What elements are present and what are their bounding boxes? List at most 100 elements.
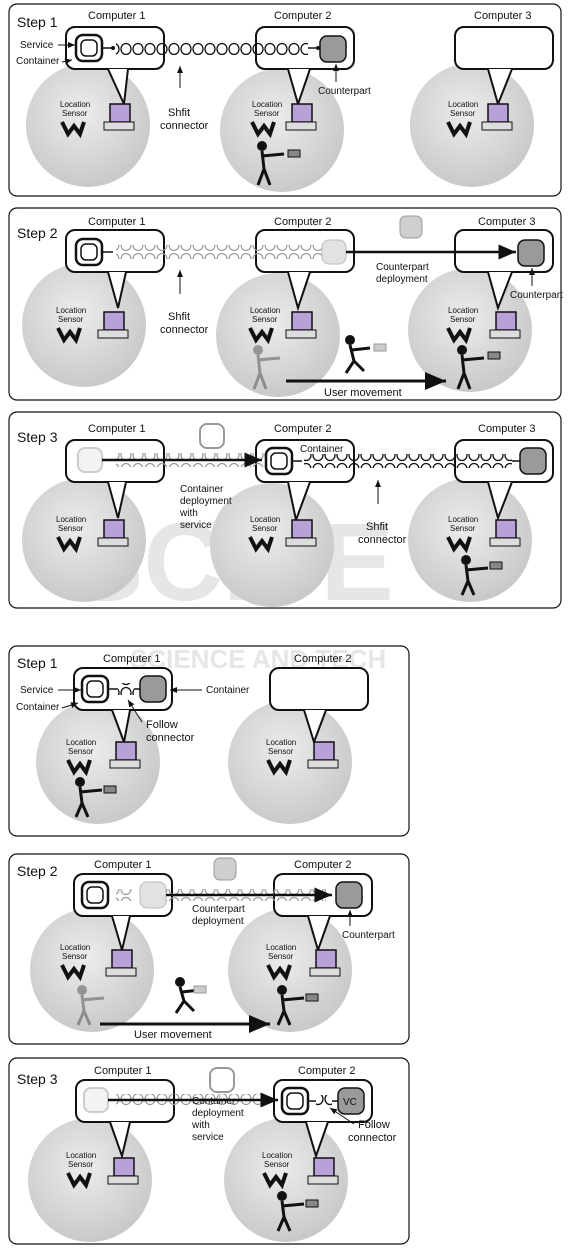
svg-text:connector: connector [160, 324, 209, 336]
counterpart-label: Counterpart [318, 86, 371, 97]
computer-3-label: Computer 3 [474, 10, 531, 22]
svg-text:Sensor: Sensor [268, 747, 294, 756]
svg-text:Computer 1: Computer 1 [94, 859, 151, 871]
svg-text:Location: Location [66, 738, 96, 747]
svg-text:Computer 2: Computer 2 [274, 10, 331, 22]
step-label: Step 3 [17, 429, 58, 445]
svg-text:Location: Location [250, 515, 280, 524]
svg-text:Shfit: Shfit [366, 521, 388, 533]
movement-label: User movement [324, 387, 402, 399]
computer-2-icon [285, 103, 317, 131]
sensor-1: Location Sensor [60, 100, 90, 139]
svg-text:Location: Location [60, 943, 90, 952]
service-label: Service [20, 40, 54, 51]
shift-step-1-panel: Step 1 Computer 1 Computer 2 Computer 3 … [8, 3, 562, 197]
svg-text:Sensor: Sensor [450, 109, 476, 118]
deploying-counterpart [399, 215, 423, 239]
svg-text:Computer 2: Computer 2 [294, 653, 351, 665]
svg-text:Location: Location [252, 100, 282, 109]
svg-text:Location: Location [262, 1151, 292, 1160]
step-label: Step 1 [17, 14, 58, 30]
connector-label: Shfit [168, 107, 190, 119]
svg-text:service: service [180, 520, 212, 531]
svg-text:Computer 1: Computer 1 [94, 1065, 151, 1077]
svg-text:Location: Location [56, 306, 86, 315]
sensor-2: Location Sensor [250, 100, 282, 139]
step-label: Step 1 [17, 655, 58, 671]
svg-text:Sensor: Sensor [62, 109, 88, 118]
room-circle [410, 63, 534, 187]
svg-text:deployment: deployment [376, 274, 428, 285]
svg-text:Container: Container [206, 685, 250, 696]
svg-text:with: with [179, 508, 198, 519]
svg-text:Container: Container [16, 702, 60, 713]
vc-box [337, 1087, 365, 1115]
sensor-3: Location Sensor [446, 100, 478, 139]
shift-step-2-panel: Step 2 Computer 1 Computer 2 Computer 3 … [8, 207, 563, 401]
svg-text:Computer 3: Computer 3 [478, 216, 535, 228]
svg-text:Sensor: Sensor [62, 952, 88, 961]
follow-step-1-panel: Step 1 Computer 1 Computer 2 Service Con… [8, 645, 410, 837]
svg-text:Computer 2: Computer 2 [294, 859, 351, 871]
svg-text:VC: VC [343, 1097, 357, 1108]
svg-text:Sensor: Sensor [252, 315, 278, 324]
svg-text:Container: Container [180, 484, 224, 495]
svg-text:Computer 1: Computer 1 [88, 216, 145, 228]
svg-text:Sensor: Sensor [264, 1160, 290, 1169]
svg-text:Location: Location [66, 1151, 96, 1160]
svg-text:Location: Location [60, 100, 90, 109]
svg-text:Counterpart: Counterpart [342, 930, 395, 941]
svg-text:Location: Location [56, 515, 86, 524]
svg-text:Sensor: Sensor [450, 524, 476, 533]
svg-text:connector: connector [348, 1132, 397, 1144]
svg-text:Computer 2: Computer 2 [298, 1065, 355, 1077]
svg-text:Location: Location [448, 515, 478, 524]
follow-step-3-panel: Step 3 Computer 1 Computer 2 VC Containe… [8, 1057, 410, 1245]
svg-text:Sensor: Sensor [58, 524, 84, 533]
follow-step-2-panel: Step 2 Computer 1 Computer 2 Counterpart… [8, 853, 410, 1045]
svg-text:Sensor: Sensor [68, 747, 94, 756]
svg-text:deployment: deployment [180, 496, 232, 507]
shift-step-3-panel: Step 3 Computer 1 Computer 2 Computer 3 … [8, 411, 562, 609]
svg-text:User movement: User movement [134, 1029, 212, 1041]
svg-text:with: with [191, 1120, 210, 1131]
svg-text:Shfit: Shfit [168, 311, 190, 323]
svg-text:Computer 1: Computer 1 [88, 10, 145, 22]
room-circle [220, 68, 344, 192]
svg-text:Counterpart: Counterpart [510, 290, 563, 301]
computer-3-icon [481, 103, 513, 131]
svg-text:deployment: deployment [192, 1108, 244, 1119]
svg-text:connector: connector [358, 534, 407, 546]
computer-3-bubble [454, 26, 554, 70]
svg-text:Counterpart: Counterpart [192, 904, 245, 915]
deploying-container [199, 423, 225, 449]
svg-text:Location: Location [266, 943, 296, 952]
container-label: Container [16, 56, 60, 67]
svg-text:Computer 1: Computer 1 [88, 423, 145, 435]
svg-text:connector: connector [160, 120, 209, 132]
svg-text:Sensor: Sensor [58, 315, 84, 324]
computer-1-label: Computer 1 [88, 10, 145, 22]
user-figure [256, 141, 301, 186]
svg-text:connector: connector [146, 732, 195, 744]
svg-text:Sensor: Sensor [252, 524, 278, 533]
computer-2-label: Computer 2 [274, 10, 331, 22]
shift-connector-coil [116, 41, 308, 55]
svg-text:Computer 2: Computer 2 [274, 216, 331, 228]
svg-text:service: service [192, 1132, 224, 1143]
step-label: Step 2 [17, 225, 58, 241]
shift-connector-coil [116, 245, 346, 259]
step-label: Step 2 [17, 863, 58, 879]
svg-text:Container: Container [300, 444, 344, 455]
svg-text:Computer 2: Computer 2 [274, 423, 331, 435]
svg-text:Computer 3: Computer 3 [478, 423, 535, 435]
svg-text:Location: Location [250, 306, 280, 315]
svg-text:Location: Location [266, 738, 296, 747]
step-label: Step 3 [17, 1071, 58, 1087]
counterpart-box [319, 35, 347, 63]
svg-text:Container: Container [192, 1096, 236, 1107]
svg-text:Location: Location [448, 306, 478, 315]
svg-text:Follow: Follow [146, 719, 178, 731]
svg-text:Sensor: Sensor [254, 109, 280, 118]
